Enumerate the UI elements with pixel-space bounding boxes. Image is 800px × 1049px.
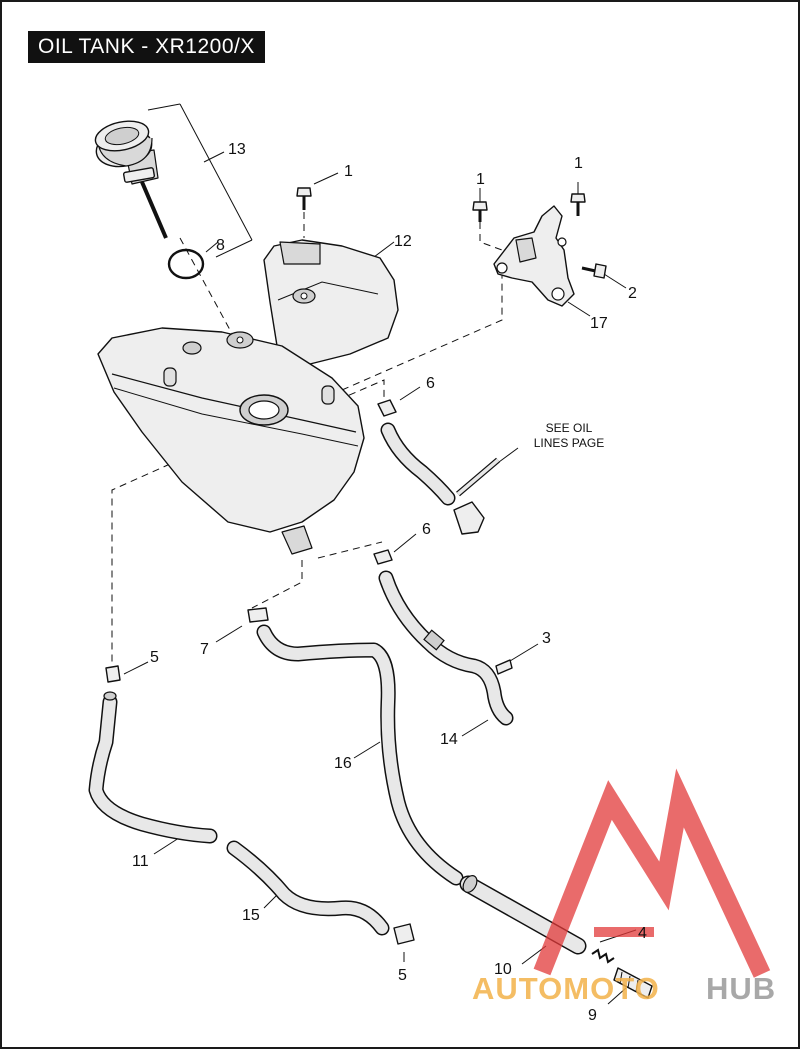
callout-7: 7 <box>200 641 209 658</box>
lower-hose <box>226 840 390 936</box>
left-hose <box>88 691 218 844</box>
screw-c <box>570 193 586 216</box>
callout-labels: 13 8 1 12 1 1 2 17 6 6 3 7 5 14 16 11 15… <box>132 141 647 1024</box>
assembly-dashed-lines <box>111 212 503 662</box>
hose-clamp-5-lower <box>393 923 415 945</box>
callout-6-lower: 6 <box>422 521 431 538</box>
callout-6-upper: 6 <box>426 375 435 392</box>
hose-clamp-upper <box>377 399 397 417</box>
hose-clamp-lower <box>373 549 393 565</box>
mounting-bracket <box>493 205 575 307</box>
callout-4: 4 <box>638 925 647 942</box>
watermark-text-secondary: HUB <box>706 971 776 1006</box>
callout-1-b: 1 <box>476 171 485 188</box>
hose-clamp-7 <box>247 607 269 623</box>
upper-oil-line <box>380 422 500 535</box>
oil-tank-body <box>97 327 365 555</box>
callout-11: 11 <box>132 853 149 870</box>
callout-1-a: 1 <box>344 163 353 180</box>
feed-line <box>378 570 514 726</box>
note-line-2: LINES PAGE <box>534 436 604 450</box>
callout-14: 14 <box>440 731 458 748</box>
callout-15: 15 <box>242 907 260 924</box>
callout-12: 12 <box>394 233 412 250</box>
fill-cap-dipstick <box>94 120 168 239</box>
callout-5-lower: 5 <box>398 967 407 984</box>
o-ring <box>167 248 205 280</box>
see-oil-lines-note: SEE OIL LINES PAGE <box>534 421 604 450</box>
callout-3: 3 <box>542 630 551 647</box>
callout-10: 10 <box>494 961 512 978</box>
callout-1-c: 1 <box>574 155 583 172</box>
callout-9: 9 <box>588 1007 597 1024</box>
screw-b <box>472 201 488 222</box>
watermark-text: AUTOMOTO HUB <box>472 971 776 1006</box>
long-hose <box>256 624 464 886</box>
callout-13: 13 <box>228 141 246 158</box>
callout-8: 8 <box>216 237 225 254</box>
callout-16: 16 <box>334 755 352 772</box>
page-title: OIL TANK - XR1200/X <box>28 31 265 63</box>
hose-clamp-5-upper <box>105 665 121 683</box>
callout-2: 2 <box>628 285 637 302</box>
drain-fitting <box>613 967 653 999</box>
watermark-text-primary: AUTOMOTO <box>472 971 660 1006</box>
watermark-logo <box>533 768 771 978</box>
fitting <box>495 659 513 675</box>
screw-a <box>296 187 312 210</box>
callout-5-upper: 5 <box>150 649 159 666</box>
note-line-1: SEE OIL <box>546 421 593 435</box>
callout-17: 17 <box>590 315 608 332</box>
screw-2 <box>581 263 607 279</box>
spring <box>591 948 615 964</box>
